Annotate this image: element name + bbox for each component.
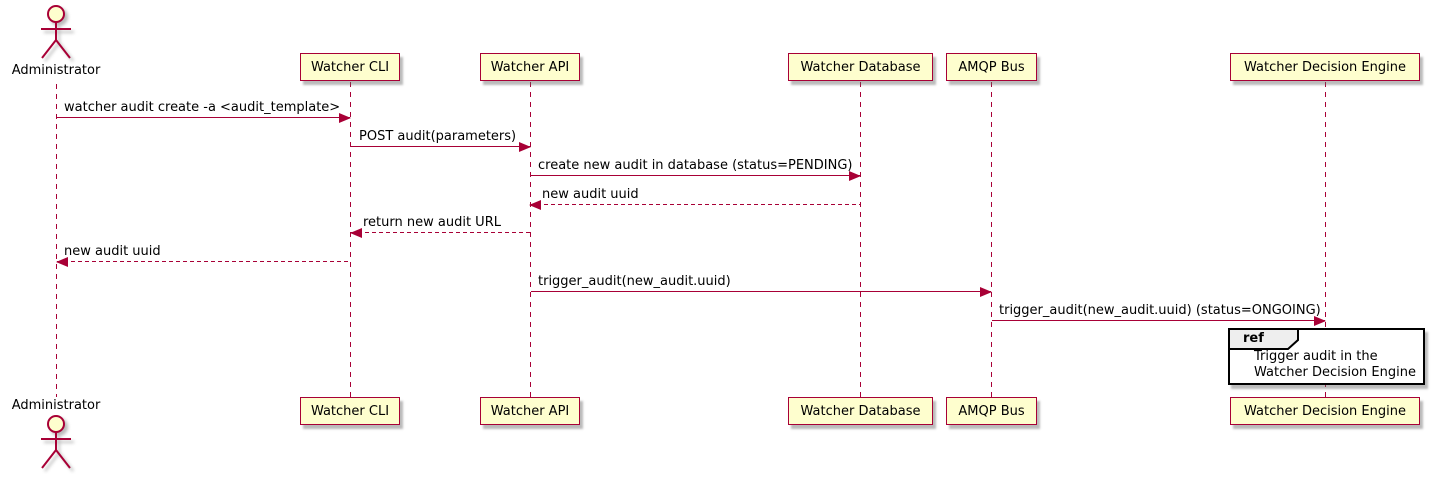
ref-keyword: ref: [1243, 331, 1264, 346]
participant-watcher-cli-top: Watcher CLI: [300, 53, 400, 81]
lifeline-watcher-decision-engine: [1325, 82, 1326, 397]
actor-administrator-top: [38, 4, 74, 64]
ref-fragment: ref Trigger audit in the Watcher Decisio…: [1228, 328, 1425, 385]
message-label: new audit uuid: [542, 187, 639, 202]
ref-text-line: Trigger audit in the: [1254, 349, 1378, 364]
actor-administrator-bottom: [38, 414, 74, 474]
lifeline-watcher-database: [860, 82, 861, 397]
ref-text: Trigger audit in the Watcher Decision En…: [1254, 349, 1416, 380]
participant-amqp-bus-top: AMQP Bus: [946, 53, 1037, 81]
participant-watcher-database-top: Watcher Database: [788, 53, 933, 81]
message-label: create new audit in database (status=PEN…: [538, 158, 853, 173]
lifeline-administrator: [56, 84, 57, 397]
actor-label-administrator-top: Administrator: [11, 63, 101, 78]
arrowhead-right-icon: [849, 170, 861, 181]
message-arrow: [529, 199, 860, 210]
participant-watcher-decision-engine-bottom: Watcher Decision Engine: [1230, 397, 1420, 425]
participant-amqp-bus-bottom: AMQP Bus: [946, 397, 1037, 425]
ref-text-line: Watcher Decision Engine: [1254, 364, 1416, 380]
message-label: new audit uuid: [64, 244, 161, 259]
participant-watcher-decision-engine-top: Watcher Decision Engine: [1230, 53, 1420, 81]
message-arrow: [56, 256, 350, 267]
actor-label-administrator-bottom: Administrator: [11, 398, 101, 413]
message-arrow: [992, 315, 1326, 326]
ref-tab-icon: [1228, 328, 1299, 350]
arrowhead-right-icon: [519, 141, 531, 152]
actor-icon: [41, 415, 71, 469]
message-arrow: [350, 227, 530, 238]
message-arrow: [531, 170, 861, 181]
message-label: trigger_audit(new_audit.uuid): [538, 274, 731, 289]
participant-watcher-api-top: Watcher API: [480, 53, 580, 81]
arrowhead-right-icon: [339, 112, 351, 123]
message-label: return new audit URL: [363, 215, 501, 230]
message-label: trigger_audit(new_audit.uuid) (status=ON…: [999, 303, 1321, 318]
lifeline-watcher-api: [530, 82, 531, 397]
participant-watcher-api-bottom: Watcher API: [480, 397, 580, 425]
message-arrow: [531, 286, 992, 297]
arrowhead-left-icon: [350, 227, 362, 238]
lifeline-watcher-cli: [350, 82, 351, 397]
message-arrow: [351, 141, 531, 152]
arrowhead-right-icon: [980, 286, 992, 297]
arrowhead-left-icon: [56, 256, 68, 267]
participant-watcher-database-bottom: Watcher Database: [788, 397, 933, 425]
actor-icon: [41, 5, 71, 59]
message-label: watcher audit create -a <audit_template>: [64, 100, 341, 115]
lifeline-amqp-bus: [991, 82, 992, 397]
message-arrow: [57, 112, 351, 123]
participant-watcher-cli-bottom: Watcher CLI: [300, 397, 400, 425]
arrowhead-right-icon: [1314, 315, 1326, 326]
arrowhead-left-icon: [529, 199, 541, 210]
message-label: POST audit(parameters): [359, 129, 517, 144]
